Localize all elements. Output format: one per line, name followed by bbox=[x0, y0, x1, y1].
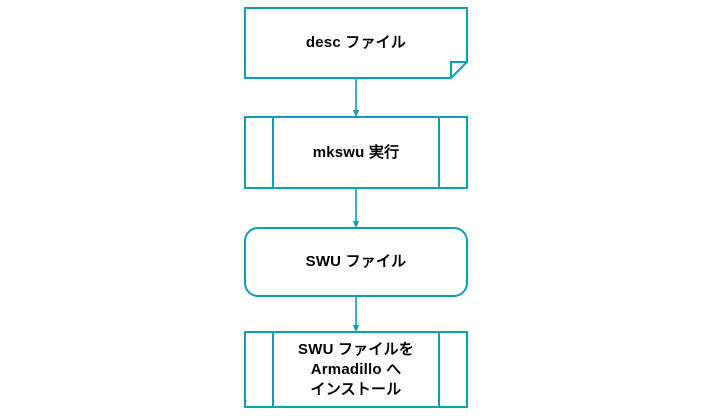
document-fold-icon bbox=[450, 61, 467, 78]
connector-desc-to-mkswu bbox=[352, 78, 360, 117]
node-mkswu-run[interactable] bbox=[244, 116, 468, 189]
connector-layer bbox=[352, 78, 360, 332]
connector-swu-to-install bbox=[352, 296, 360, 332]
arrowhead-icon bbox=[352, 325, 360, 332]
arrowhead-icon bbox=[352, 110, 360, 117]
rounded-rectangle-shape bbox=[244, 227, 468, 297]
predefined-process-shape bbox=[244, 116, 468, 189]
node-swu-install[interactable] bbox=[244, 331, 468, 408]
connector-mkswu-to-swu bbox=[352, 188, 360, 228]
predefined-process-shape bbox=[244, 331, 468, 408]
document-shape bbox=[244, 7, 468, 79]
arrowhead-icon bbox=[352, 221, 360, 228]
node-swu-file[interactable] bbox=[244, 227, 468, 297]
node-desc-file[interactable] bbox=[244, 7, 468, 79]
